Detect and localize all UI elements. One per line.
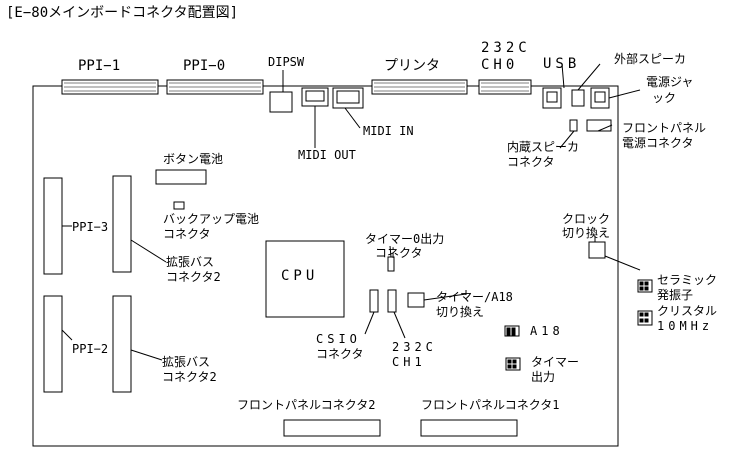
label-ext-bus-a1: 拡張バス xyxy=(166,255,215,269)
label-timer0-a: タイマー0出力 xyxy=(365,232,445,246)
label-ppi3: PPI−3 xyxy=(72,220,109,234)
label-ext-bus-b2: コネクタ2 xyxy=(162,370,217,384)
label-backup-battery-a: バックアップ電池 xyxy=(163,212,260,226)
label-front-panel-power-b: 電源コネクタ xyxy=(622,136,694,150)
label-csio-b: コネクタ xyxy=(316,347,364,361)
dipsw-block xyxy=(269,91,293,113)
int-speaker-connector xyxy=(569,119,578,132)
label-timer-out-a: タイマー xyxy=(531,355,580,369)
label-ceramic-a: セラミック xyxy=(657,273,718,287)
label-clock-sw-b: 切り換え xyxy=(562,226,611,240)
label-ch0-a: 232C xyxy=(481,40,531,56)
label-ext-bus-a2: コネクタ2 xyxy=(166,270,221,284)
front-panel-connector-2 xyxy=(283,419,381,437)
ext-bus-connector-bottom xyxy=(112,295,132,393)
ch1-connector xyxy=(387,289,397,313)
ppi3-connector xyxy=(43,177,63,275)
label-crystal-a: クリスタル xyxy=(657,304,718,318)
power-jack xyxy=(590,87,610,109)
label-backup-battery-b: コネクタ xyxy=(163,227,211,241)
label-midi-out: MIDI OUT xyxy=(298,148,356,162)
label-a18: A18 xyxy=(530,324,564,338)
diagram-title: [E−80メインボードコネクタ配置図] xyxy=(6,5,239,21)
label-ceramic-b: 発振子 xyxy=(657,288,694,302)
label-csio-a: CSIO xyxy=(316,332,361,346)
ceramic-jumper-icon xyxy=(637,279,653,293)
label-ppi2: PPI−2 xyxy=(72,342,109,356)
label-power-jack-b: ック xyxy=(652,91,677,105)
button-battery xyxy=(155,169,207,185)
label-front-panel-2: フロントパネルコネクタ2 xyxy=(237,398,376,412)
label-front-panel-1: フロントパネルコネクタ1 xyxy=(421,398,560,412)
label-timer-out-b: 出力 xyxy=(531,370,556,384)
label-timer-a18-a: タイマー/A18 xyxy=(436,290,513,304)
label-int-speaker-b: コネクタ xyxy=(507,155,555,169)
label-power-jack-a: 電源ジャ xyxy=(646,75,694,89)
label-front-panel-power-a: フロントパネル xyxy=(622,121,707,135)
crystal-jumper-icon xyxy=(637,310,653,326)
cpu-chip xyxy=(265,240,345,318)
ext-bus-connector-top xyxy=(112,175,132,273)
label-int-speaker-a: 内蔵スピーカ xyxy=(507,140,580,154)
label-dipsw: DIPSW xyxy=(268,55,305,69)
label-crystal-b: 10MHz xyxy=(657,319,714,333)
label-timer0-b: コネクタ xyxy=(375,246,423,260)
usb-connector xyxy=(542,87,562,109)
label-midi-in: MIDI IN xyxy=(363,124,414,138)
label-ppi0: PPI−0 xyxy=(183,58,226,74)
label-timer-a18-b: 切り換え xyxy=(436,305,485,319)
clock-switch xyxy=(588,241,606,259)
label-ch1-b: CH1 xyxy=(392,355,426,369)
ext-speaker-jack xyxy=(571,89,585,107)
timer-a18-switch xyxy=(407,292,425,308)
label-button-battery: ボタン電池 xyxy=(163,152,224,166)
label-cpu: CPU xyxy=(281,268,319,284)
label-ext-bus-b1: 拡張バス xyxy=(162,355,211,369)
label-ppi1: PPI−1 xyxy=(78,58,121,74)
timer-out-jumper xyxy=(505,357,521,371)
ppi2-connector xyxy=(43,295,63,393)
backup-battery-connector xyxy=(173,201,185,210)
label-clock-sw-a: クロック xyxy=(562,212,611,226)
csio-connector xyxy=(369,289,379,313)
label-printer: プリンタ xyxy=(384,58,440,74)
label-ext-speaker: 外部スピーカ xyxy=(614,52,687,66)
label-ch0-b: CH0 xyxy=(481,57,519,73)
a18-jumper xyxy=(504,325,520,337)
label-usb: USB xyxy=(543,56,581,72)
label-ch1-a: 232C xyxy=(392,340,437,354)
front-panel-power-connector xyxy=(586,119,612,132)
front-panel-connector-1 xyxy=(420,419,518,437)
